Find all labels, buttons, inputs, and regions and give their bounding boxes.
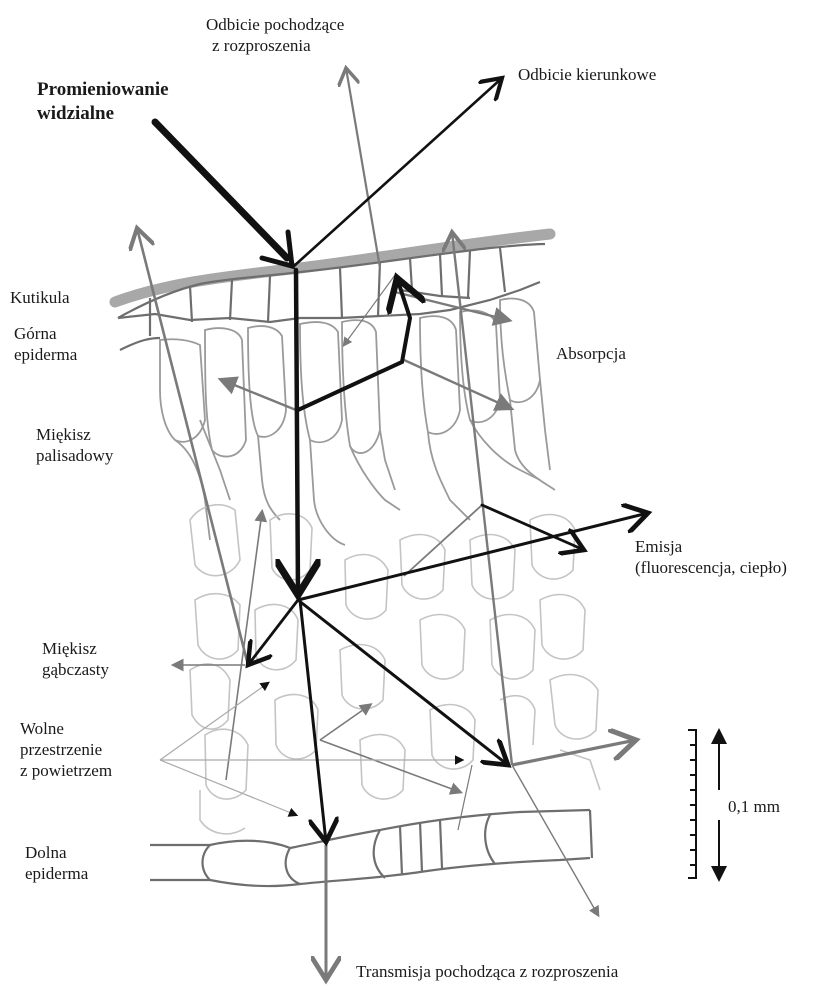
ray-to-lower-right — [298, 600, 508, 765]
downward-main-ray — [296, 270, 298, 595]
scatter-ray-lower — [458, 765, 472, 830]
diffuse-reflection-label: Odbicie pochodzące z rozproszenia — [206, 14, 344, 56]
scatter-ray-air-1 — [320, 705, 370, 740]
lower-epidermis-label: Dolna epiderma — [25, 842, 88, 884]
spongy-mesophyll-label: Miękisz gąbczasty — [42, 638, 109, 680]
ray-to-lower-epidermis — [300, 600, 326, 842]
emission-label: Emisja (fluorescencja, ciepło) — [635, 536, 787, 578]
upper-epidermis-label: Górna epiderma — [14, 323, 77, 365]
spongy-mesophyll-cells — [190, 505, 600, 834]
scattered-rays — [137, 68, 636, 980]
absorption-label: Absorpcja — [556, 343, 626, 364]
cuticle-label: Kutikula — [10, 287, 70, 308]
incoming-light-label: Promieniowanie widzialne — [37, 78, 169, 126]
specular-reflection-ray — [294, 78, 502, 266]
transmitted-ray-down — [512, 765, 598, 915]
palisade-zigzag-ray — [298, 278, 410, 410]
incoming-light-ray — [155, 122, 287, 258]
lower-epidermis-cells — [150, 810, 592, 886]
scale-bar — [688, 730, 719, 878]
emission-ray-secondary — [482, 505, 584, 550]
air-spaces-label: Wolne przestrzenie z powietrzem — [20, 718, 112, 781]
palisade-mesophyll-label: Miękisz palisadowy — [36, 424, 113, 466]
diffuse-reflection-ray — [346, 68, 380, 268]
scatter-ray-thin — [344, 275, 395, 345]
scale-label: 0,1 mm — [728, 796, 780, 817]
transmitted-ray-right — [512, 740, 636, 765]
scatter-ray-air-2 — [320, 740, 460, 792]
main-light-path — [155, 78, 648, 842]
specular-reflection-label: Odbicie kierunkowe — [518, 64, 656, 85]
diffuse-transmission-label: Transmisja pochodząca z rozproszenia — [356, 961, 618, 982]
palisade-mesophyll-cells — [160, 299, 555, 546]
